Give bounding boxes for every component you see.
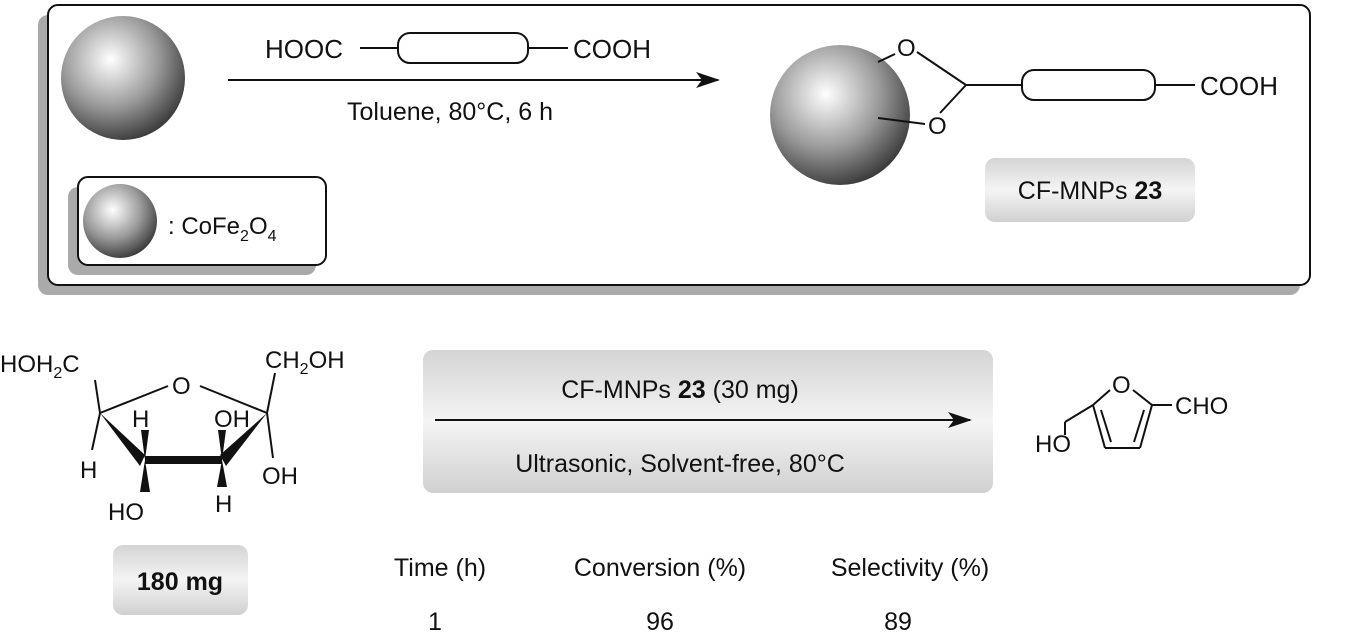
furan-oxygen: O	[1112, 372, 1131, 399]
cell-time: 1	[428, 608, 442, 636]
header-time: Time (h)	[394, 554, 486, 582]
ch2oh-group: CH2OH	[265, 347, 345, 378]
reagent-cooh: COOH	[573, 34, 651, 64]
legend-sphere	[83, 184, 157, 258]
cell-selectivity: 89	[884, 608, 912, 636]
reagent-hooc: HOOC	[265, 34, 343, 64]
ho-bottom: HO	[108, 499, 144, 526]
amount-label-box	[113, 545, 248, 615]
hmf-structure	[1064, 389, 1172, 449]
oxygen-bottom: O	[928, 113, 947, 140]
product-cooh: COOH	[1200, 71, 1278, 101]
h-bottom: H	[215, 491, 232, 518]
legend-text: : CoFe2O4	[168, 213, 277, 245]
oxygen-top: O	[897, 35, 916, 62]
nanoparticle-sphere	[61, 16, 185, 140]
product-ho: HO	[1035, 431, 1071, 458]
conditions-text: Toluene, 80°C, 6 h	[347, 98, 553, 126]
product-cho: CHO	[1175, 393, 1228, 420]
product-label: CF-MNPs 23	[1018, 177, 1162, 205]
h-top: H	[132, 406, 149, 433]
h-left: H	[80, 457, 97, 484]
hoh2c-group: HOH2C	[0, 351, 80, 382]
cell-conversion: 96	[646, 608, 674, 636]
ring-oxygen: O	[172, 373, 191, 400]
substrate-amount: 180 mg	[137, 568, 223, 596]
catalyst-text: CF-MNPs 23 (30 mg)	[561, 376, 799, 404]
functionalized-nanoparticle	[770, 45, 910, 185]
reaction-conditions-text: Ultrasonic, Solvent-free, 80°C	[515, 450, 845, 478]
oh-right: OH	[262, 463, 298, 490]
reaction-conditions-box	[423, 350, 993, 493]
header-conversion: Conversion (%)	[574, 554, 746, 582]
legend: : CoFe2O4	[68, 176, 327, 275]
results-table: Time (h) Conversion (%) Selectivity (%) …	[394, 554, 989, 636]
product-label-box	[985, 158, 1195, 222]
fructose-structure	[91, 372, 276, 492]
catalyst-synthesis-panel: HOOC COOH Toluene, 80°C, 6 h O O COOH CF…	[38, 4, 1311, 295]
header-selectivity: Selectivity (%)	[831, 554, 989, 582]
oh-top: OH	[214, 406, 250, 433]
